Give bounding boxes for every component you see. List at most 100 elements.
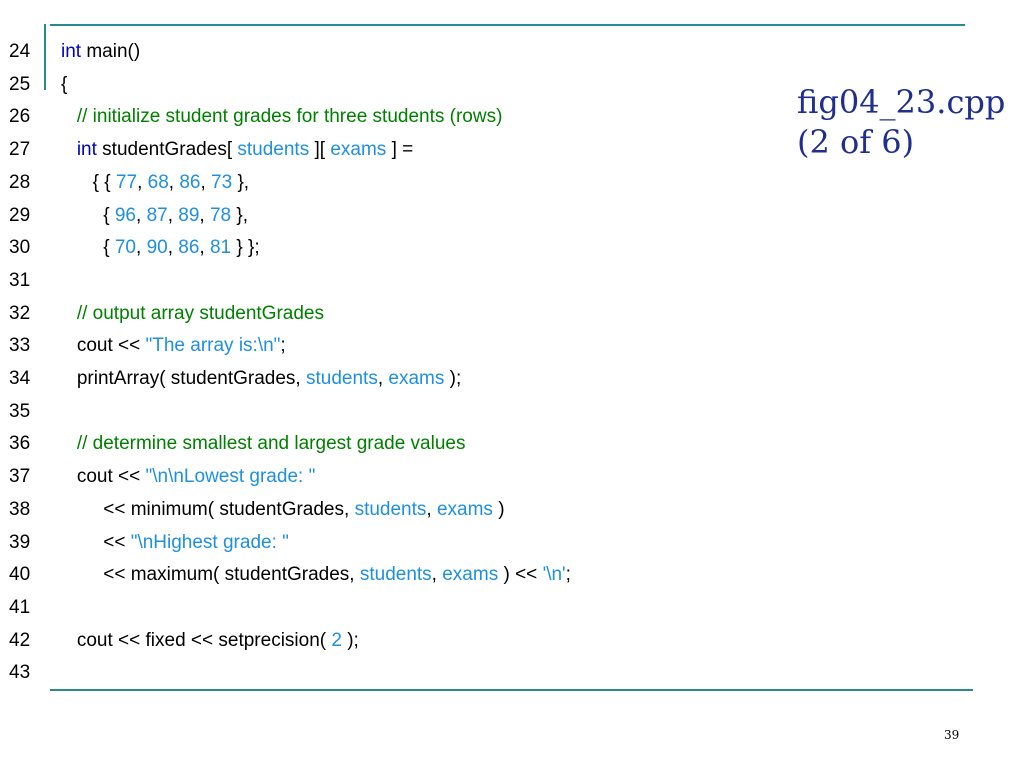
code-token-literal: "\nHighest grade: ": [130, 531, 289, 553]
code-token-literal: 86: [178, 237, 200, 259]
line-number: 31: [9, 269, 31, 291]
code-text: << minimum( studentGrades, students, exa…: [61, 493, 505, 526]
line-number: 34: [9, 368, 31, 389]
code-token-plain: );: [444, 368, 462, 389]
code-token-literal: 70: [114, 237, 136, 259]
code-token-literal: exams: [330, 139, 387, 161]
code-token-plain: ;: [565, 564, 571, 586]
code-token-literal: students: [354, 498, 427, 520]
code-token-comment: // determine smallest and largest grade …: [61, 433, 466, 455]
code-token-plain: printArray( studentGrades,: [61, 368, 306, 389]
code-token-plain: ,: [136, 237, 147, 259]
bottom-rule: [50, 689, 973, 691]
code-token-plain: cout << fixed << setprecision(: [61, 629, 332, 651]
code-text: << maximum( studentGrades, students, exa…: [61, 558, 571, 591]
line-number: 35: [9, 400, 31, 422]
code-token-plain: ;: [280, 335, 286, 357]
code-token-plain: main(): [81, 41, 141, 62]
line-number: 25: [9, 73, 31, 95]
code-token-literal: students: [359, 564, 432, 586]
code-token-plain: },: [231, 204, 249, 226]
line-number: 28: [9, 171, 31, 193]
code-token-plain: },: [232, 171, 250, 193]
line-number: 42: [9, 629, 31, 651]
code-token-literal: 96: [114, 204, 136, 226]
line-number: 29: [9, 204, 31, 226]
code-token-literal: '\n': [542, 564, 566, 586]
code-token-plain: ,: [167, 237, 179, 259]
line-number: 33: [9, 335, 31, 357]
line-number: 38: [9, 498, 31, 520]
code-token-literal: students: [237, 139, 310, 161]
line-number: 37: [9, 466, 31, 488]
code-text: { 70, 90, 86, 81 } };: [61, 231, 259, 264]
code-token-keyword: int: [61, 41, 82, 62]
code-text: int studentGrades[ students ][ exams ] =: [61, 133, 413, 166]
code-token-plain: << minimum( studentGrades,: [61, 498, 355, 520]
code-token-comment: // output array studentGrades: [61, 302, 324, 324]
code-token-plain: cout <<: [61, 466, 146, 488]
top-rule: [50, 24, 965, 26]
line-number: 32: [9, 302, 31, 324]
slide-title-line2: (2 of 6): [797, 123, 915, 161]
line-number: 26: [9, 106, 31, 128]
code-token-keyword: int: [61, 139, 97, 161]
code-token-plain: << maximum( studentGrades,: [61, 564, 360, 586]
code-text: { { 77, 68, 86, 73 },: [61, 166, 249, 199]
code-token-literal: students: [306, 368, 378, 389]
code-token-plain: ,: [199, 204, 210, 226]
code-token-plain: {: [61, 237, 115, 259]
line-number: 30: [9, 237, 31, 259]
code-text: cout << "\n\nLowest grade: ": [61, 460, 315, 493]
line-number: 40: [9, 564, 31, 586]
code-text: {: [61, 68, 67, 101]
code-text: // output array studentGrades: [61, 297, 324, 330]
code-token-comment: // initialize student grades for three s…: [61, 106, 503, 128]
code-token-literal: "The array is:\n": [145, 335, 281, 357]
code-token-literal: 90: [146, 237, 168, 259]
code-token-plain: ) <<: [498, 564, 543, 586]
code-token-literal: 77: [115, 171, 138, 193]
code-text: int main(): [61, 35, 140, 68]
code-text: cout << "The array is:\n";: [61, 329, 286, 362]
code-token-literal: exams: [388, 368, 445, 389]
code-token-plain: ,: [137, 171, 148, 193]
code-token-plain: cout <<: [61, 335, 146, 357]
line-number: 24: [9, 41, 31, 62]
code-token-plain: ,: [377, 368, 389, 389]
line-number: 41: [9, 596, 31, 618]
code-text: // initialize student grades for three s…: [61, 100, 503, 133]
code-token-plain: ] =: [386, 139, 414, 161]
line-number: 43: [9, 662, 31, 684]
code-token-plain: {: [61, 204, 115, 226]
code-token-literal: 68: [147, 171, 169, 193]
code-text: printArray( studentGrades, students, exa…: [61, 362, 461, 395]
code-token-plain: ,: [426, 498, 437, 520]
code-token-literal: 81: [209, 237, 232, 259]
code-text: { 96, 87, 89, 78 },: [61, 199, 248, 232]
left-rule: [44, 24, 46, 90]
line-number: 36: [9, 433, 31, 455]
slide-title: fig04_23.cpp (2 of 6): [797, 82, 1005, 162]
code-text: // determine smallest and largest grade …: [61, 427, 466, 460]
code-token-literal: 78: [209, 204, 232, 226]
code-token-plain: ][: [309, 139, 331, 161]
code-token-plain: ,: [200, 171, 212, 193]
code-token-literal: exams: [436, 498, 493, 520]
code-token-literal: 89: [178, 204, 200, 226]
code-token-plain: studentGrades[: [96, 139, 238, 161]
code-token-plain: <<: [61, 531, 131, 553]
code-token-plain: ,: [136, 204, 147, 226]
code-token-plain: );: [341, 629, 359, 651]
code-token-plain: ,: [168, 171, 180, 193]
line-number: 39: [9, 531, 31, 553]
code-text: << "\nHighest grade: ": [61, 526, 289, 559]
code-text: cout << fixed << setprecision( 2 );: [61, 624, 359, 657]
code-token-plain: {: [61, 73, 68, 95]
code-token-literal: 2: [331, 629, 342, 651]
code-token-literal: 73: [211, 171, 233, 193]
code-token-plain: ,: [199, 237, 210, 259]
code-token-literal: "\n\nLowest grade: ": [145, 466, 316, 488]
code-token-plain: ): [492, 498, 505, 520]
